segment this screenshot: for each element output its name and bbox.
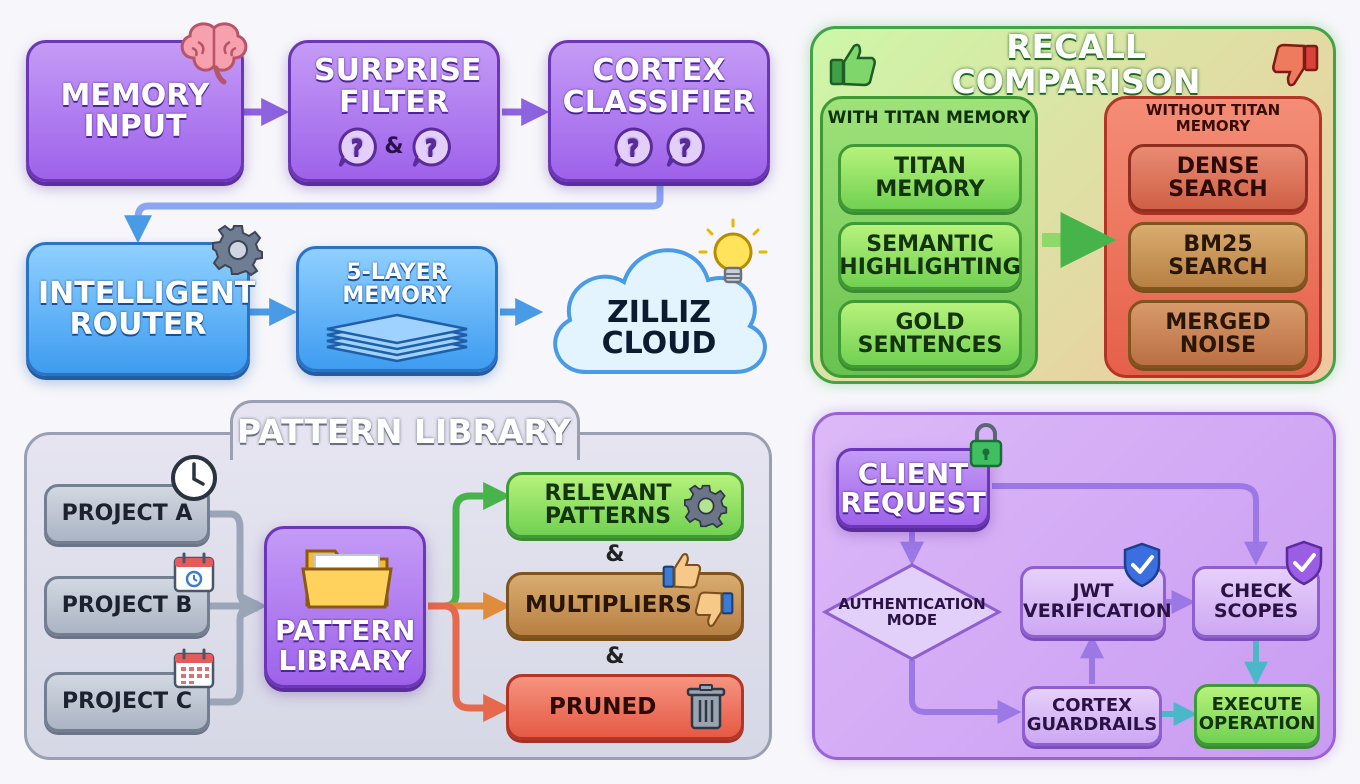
clock-icon	[171, 455, 217, 501]
merged-noise-node: MERGED NOISE	[1128, 300, 1308, 368]
client-request-node: CLIENT REQUEST	[836, 448, 990, 528]
dense-search-node: DENSE SEARCH	[1128, 144, 1308, 212]
thumbs-down-icon	[694, 591, 734, 627]
recall-comparison-title: RECALL COMPARISON	[951, 27, 1201, 101]
with-titan-header: WITH TITAN MEMORY	[827, 108, 1031, 129]
intelligent-router-node: INTELLIGENT ROUTER	[26, 242, 256, 376]
arrow-library-to-pruned	[428, 602, 512, 722]
brain-icon	[180, 22, 248, 85]
and-symbol-1: &	[605, 542, 625, 568]
question-bubble-icon: ?	[338, 127, 378, 167]
pattern-library-label: PATTERN LIBRARY	[275, 614, 416, 677]
bm25-search-node: BM25 SEARCH	[1128, 222, 1308, 290]
svg-text:?: ?	[424, 136, 437, 161]
pattern-library-title-tab	[230, 400, 580, 460]
thumbs-up-icon	[662, 553, 702, 589]
zilliz-cloud-label: ZILLIZ CLOUD	[601, 294, 717, 361]
gear-icon	[212, 224, 263, 277]
semantic-highlighting-node: SEMANTIC HIGHLIGHTING	[838, 222, 1022, 290]
authentication-mode-diamond	[821, 563, 1003, 661]
arrow-cortex-to-router	[124, 182, 664, 244]
question-bubble-icon: ?	[412, 127, 451, 167]
surprise-and-symbol: &	[384, 134, 404, 160]
relevant-patterns-node: RELEVANT PATTERNS	[506, 472, 744, 538]
cortex-classifier-node: CORTEX CLASSIFIER ? ?	[548, 40, 770, 182]
project-c-node: PROJECT C	[44, 672, 210, 732]
intelligent-router-label: INTELLIGENT ROUTER	[38, 275, 256, 342]
pattern-library-title: PATTERN LIBRARY	[237, 411, 571, 451]
five-layer-memory-node: 5-LAYER MEMORY	[296, 246, 498, 372]
svg-text:?: ?	[627, 136, 640, 161]
execute-operation-node: EXECUTE OPERATION	[1194, 684, 1320, 746]
arrow-library-to-relevant	[428, 482, 512, 610]
lock-icon	[969, 423, 1003, 468]
shield-check-icon	[1123, 542, 1161, 588]
question-bubble-icon: ?	[666, 127, 705, 167]
arrow-auth-to-guardrails	[909, 660, 1022, 724]
calendar-icon	[173, 552, 215, 593]
thumbs-up-icon	[829, 43, 876, 87]
and-symbol-2: &	[605, 644, 625, 670]
arrow-project-c-to-library	[210, 604, 258, 706]
titan-memory-node: TITAN MEMORY	[838, 144, 1022, 212]
cloud-icon	[553, 248, 767, 374]
svg-text:?: ?	[679, 136, 692, 161]
trash-icon	[686, 684, 726, 730]
memory-input-label: MEMORY INPUT	[60, 77, 210, 144]
arrow-client-to-scopes	[992, 483, 1268, 566]
arrow-project-a-to-library	[210, 510, 258, 608]
lightbulb-icon	[698, 218, 768, 284]
five-layer-memory-label: 5-LAYER MEMORY	[342, 260, 452, 309]
folder-icon	[301, 549, 393, 609]
without-titan-header: WITHOUT TITAN MEMORY	[1145, 101, 1281, 135]
layer-stack-icon	[326, 313, 468, 363]
calendar-icon	[173, 648, 215, 689]
authentication-mode-node: AUTHENTICATION MODE	[838, 595, 986, 629]
thumbs-down-icon	[1272, 43, 1319, 87]
svg-text:?: ?	[351, 136, 364, 161]
zilliz-cloud-node: ZILLIZ CLOUD	[574, 286, 744, 370]
gold-sentences-node: GOLD SENTENCES	[838, 300, 1022, 368]
cortex-classifier-label: CORTEX CLASSIFIER	[562, 53, 756, 120]
shield-check-icon	[1285, 540, 1323, 586]
cortex-guardrails-node: CORTEX GUARDRAILS	[1022, 686, 1162, 746]
question-bubble-icon: ?	[614, 127, 653, 167]
gear-icon	[684, 484, 728, 529]
pattern-library-node: PATTERN LIBRARY	[264, 526, 426, 688]
surprise-filter-node: SURPRISE FILTER ? & ?	[288, 40, 500, 182]
surprise-filter-label: SURPRISE FILTER	[314, 53, 482, 120]
